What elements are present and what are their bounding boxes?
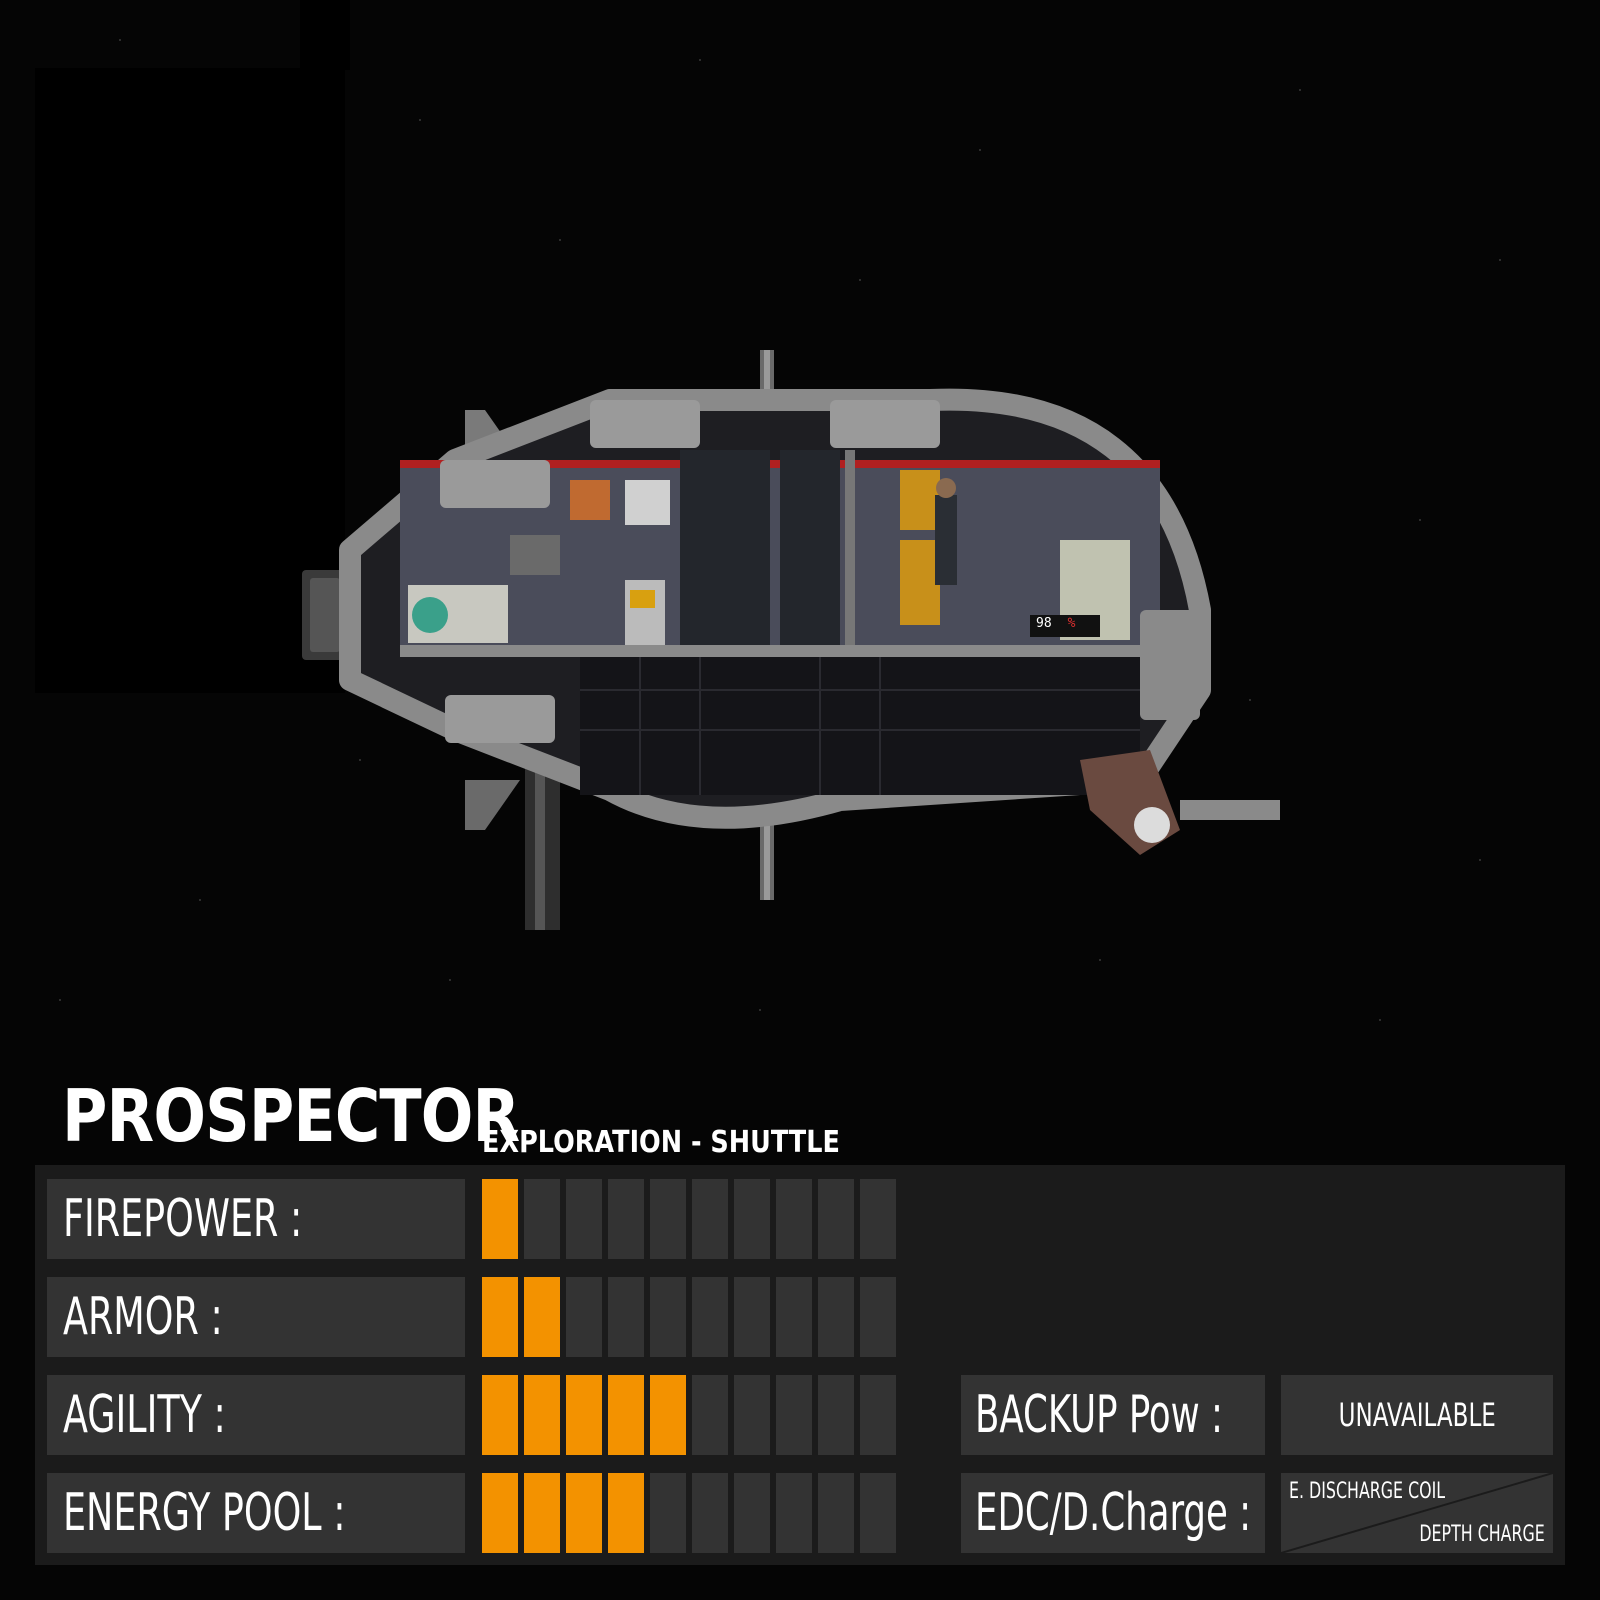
stat-segment [566, 1277, 602, 1357]
stat-segment [734, 1179, 770, 1259]
stat-segment [566, 1473, 602, 1553]
shadow-panel [35, 68, 345, 693]
ship-illustration: 98 % [280, 350, 1340, 950]
stat-segment [482, 1179, 518, 1259]
stat-segment [776, 1473, 812, 1553]
stat-segment [482, 1277, 518, 1357]
stat-segment [524, 1179, 560, 1259]
backup-power-value: UNAVAILABLE [1281, 1375, 1553, 1455]
stat-segment [692, 1277, 728, 1357]
stat-segment [776, 1375, 812, 1455]
stat-label-armor: ARMOR : [47, 1277, 465, 1357]
stat-segment [566, 1375, 602, 1455]
stat-label-firepower: FIREPOWER : [47, 1179, 465, 1259]
stat-bar-agility [482, 1375, 902, 1455]
stat-segment [650, 1179, 686, 1259]
stat-segment [608, 1179, 644, 1259]
stat-segment [860, 1179, 896, 1259]
edc-option-depth-charge: DEPTH CHARGE [1419, 1522, 1545, 1547]
ship-name: PROSPECTOR [62, 1074, 520, 1158]
stat-segment [650, 1277, 686, 1357]
stat-segment [608, 1473, 644, 1553]
stat-segment [524, 1277, 560, 1357]
ship-class: EXPLORATION - SHUTTLE [482, 1125, 840, 1160]
stat-segment [524, 1375, 560, 1455]
stat-segment [482, 1473, 518, 1553]
stat-segment [860, 1375, 896, 1455]
stat-bar-firepower [482, 1179, 902, 1259]
stat-segment [818, 1277, 854, 1357]
stat-segment [818, 1179, 854, 1259]
stat-segment [818, 1473, 854, 1553]
stat-segment [482, 1375, 518, 1455]
split-divider [1281, 1473, 1553, 1553]
stat-segment [566, 1179, 602, 1259]
stat-segment [734, 1277, 770, 1357]
stat-segment [692, 1375, 728, 1455]
stat-segment [776, 1277, 812, 1357]
stat-label-energy-pool: ENERGY POOL : [47, 1473, 465, 1553]
hull-readout: 98 % [1032, 616, 1102, 636]
stat-segment [860, 1277, 896, 1357]
stat-segment [818, 1375, 854, 1455]
stat-bar-armor [482, 1277, 902, 1357]
stat-segment [692, 1473, 728, 1553]
stat-segment [608, 1277, 644, 1357]
stat-segment [692, 1179, 728, 1259]
stat-segment [734, 1473, 770, 1553]
stat-label-agility: AGILITY : [47, 1375, 465, 1455]
stat-segment [608, 1375, 644, 1455]
stat-segment [650, 1473, 686, 1553]
hull-value: 98 [1036, 616, 1052, 631]
backup-power-label: BACKUP Pow : [961, 1375, 1265, 1455]
shadow-panel [300, 0, 350, 70]
edc-option-coil: E. DISCHARGE COIL [1289, 1479, 1446, 1504]
stat-segment [650, 1375, 686, 1455]
stat-segment [734, 1375, 770, 1455]
edc-value: E. DISCHARGE COIL DEPTH CHARGE [1281, 1473, 1553, 1553]
stat-segment [860, 1473, 896, 1553]
hull-unit: % [1067, 616, 1076, 631]
edc-label: EDC/D.Charge : [961, 1473, 1265, 1553]
stat-segment [524, 1473, 560, 1553]
stat-bar-energy-pool [482, 1473, 902, 1553]
stats-panel: FIREPOWER : ARMOR : AGILITY : ENERGY POO… [35, 1165, 1565, 1565]
stat-segment [776, 1179, 812, 1259]
